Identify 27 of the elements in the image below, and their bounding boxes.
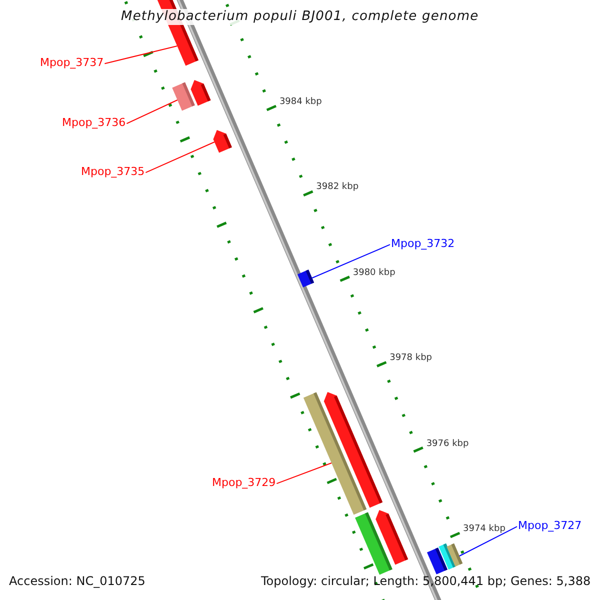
gene-feature: [324, 392, 383, 508]
leader-line: [458, 526, 518, 556]
leader-line: [126, 100, 178, 124]
gene-label: Mpop_3736: [62, 116, 126, 130]
tick-label: 3976 kbp: [426, 438, 469, 450]
leader-line: [312, 244, 390, 278]
gene-feature: [213, 130, 232, 153]
accession-text: Accession: NC_010725: [9, 574, 146, 588]
gene-feature: [297, 270, 314, 288]
leader-line: [276, 462, 332, 484]
gene-feature: [446, 543, 463, 567]
tick-label: 3974 kbp: [463, 524, 506, 535]
tick-label: 3984 kbp: [279, 97, 322, 108]
gene-label: Mpop_3732: [391, 237, 455, 250]
gene-feature: [172, 82, 195, 111]
gene-label: Mpop_3737: [40, 56, 104, 70]
gene-label: Mpop_3735: [81, 165, 145, 178]
tick-label: 3980 kbp: [352, 268, 396, 279]
tick-label: 3982 kbp: [316, 182, 359, 194]
leader-line: [104, 46, 178, 64]
leader-line: [145, 142, 215, 174]
genome-summary-text: Topology: circular; Length: 5,800,441 bp; Genes: 5,388: [261, 574, 591, 588]
gene-feature: [376, 510, 408, 565]
gene-label: Mpop_3727: [518, 519, 582, 532]
gene-label: Mpop_3729: [212, 476, 276, 490]
tick-label: 3978 kbp: [390, 353, 432, 364]
gene-feature: [190, 80, 211, 106]
